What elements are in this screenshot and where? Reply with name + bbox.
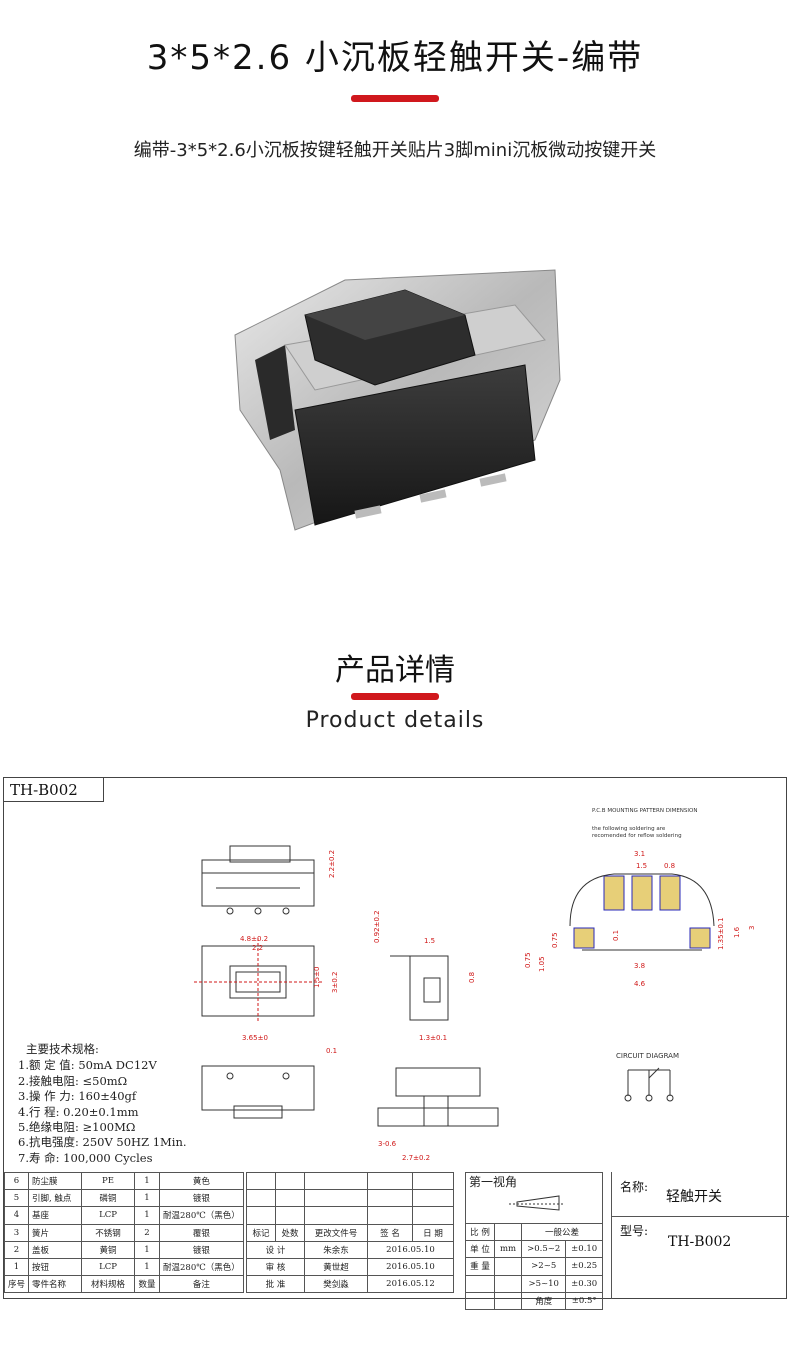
technical-drawing: TH-B002 (3, 777, 789, 1310)
pcb-dim-1-5: 1.5 (636, 862, 647, 870)
spec-line: 4.行 程: 0.20±0.1mm (18, 1104, 139, 1119)
pcb-dim-1-05: 1.05 (538, 956, 546, 972)
pcb-dim-3: 3 (748, 926, 756, 930)
pcb-note-2: recomended for reflow soldering (592, 833, 682, 839)
dim-3: 3±0.2 (331, 972, 339, 993)
dim-1-5: 1.5±0 (313, 967, 321, 988)
dim-0-8: 0.8 (468, 972, 476, 983)
page-title: 3*5*2.6 小沉板轻触开关-编带 (146, 38, 644, 78)
section-subtitle: Product details (305, 708, 485, 733)
spec-line: 7.寿 命: 100,000 Cycles (18, 1150, 153, 1165)
table-header: 序号零件名称材料规格数量备注 (3, 1275, 244, 1294)
product-subtitle: 编带-3*5*2.6小沉板按键轻触开关贴片3脚mini沉板微动按键开关 (133, 140, 657, 161)
pcb-dim-0-75b: 0.75 (524, 952, 532, 968)
dim-2-2: 2.2 (252, 944, 263, 952)
drawing-views: 4.8±0.2 2.2 2.2±0.2 3±0.2 1.5±0 3.65±0 0… (194, 808, 756, 1162)
pcb-dim-1-6: 1.6 (733, 926, 741, 938)
spec-heading: 主要技术规格: (26, 1042, 99, 1056)
pcb-dim-0-75a: 0.75 (551, 932, 559, 948)
dim-4-8: 4.8±0.2 (240, 935, 268, 943)
pcb-dim-3-8: 3.8 (634, 962, 645, 970)
dim-2-2-tol: 2.2±0.2 (328, 850, 336, 878)
spec-line: 1.额 定 值: 50mA DC12V (18, 1058, 157, 1073)
dim-0-92: 0.92±0.2 (373, 910, 381, 943)
spec-line: 2.接触电阻: ≤50mΩ (18, 1073, 128, 1088)
projection-symbol-icon (509, 1194, 590, 1212)
pcb-dim-0-8: 0.8 (664, 862, 675, 870)
pcb-dim-4-6: 4.6 (634, 980, 646, 988)
section-title: 产品详情 (335, 653, 455, 688)
pcb-title: P.C.B MOUNTING PATTERN DIMENSION (592, 808, 697, 814)
pcb-note-1: the following soldering are (592, 826, 666, 832)
type-value: TH-B002 (668, 1234, 732, 1250)
pcb-dim-3-1: 3.1 (634, 850, 645, 858)
dim-2-7: 2.7±0.2 (402, 1154, 430, 1162)
name-label: 名称: (620, 1180, 649, 1194)
section-accent-bar (351, 693, 439, 700)
title-block: 名称: 轻触开关 型号: TH-B002 (611, 1172, 789, 1299)
spec-list: 主要技术规格: 1.额 定 值: 50mA DC12V 2.接触电阻: ≤50m… (18, 1042, 187, 1166)
revision-header-row: 标记处数更改文件号签 名日 期 (246, 1223, 454, 1242)
dim-1-5b: 1.5 (424, 937, 435, 945)
type-label: 型号: (620, 1224, 649, 1238)
pcb-dim-1-35: 1.35±0.1 (717, 917, 725, 950)
spec-line: 5.绝缘电阻: ≥100MΩ (18, 1120, 136, 1135)
dim-1-3: 1.3±0.1 (419, 1034, 447, 1042)
title-accent-bar (351, 95, 439, 102)
circuit-label: CIRCUIT DIAGRAM (616, 1052, 679, 1060)
dim-0-1: 0.1 (326, 1047, 337, 1055)
spec-line: 6.抗电强度: 250V 50HZ 1Min. (18, 1135, 187, 1150)
product-photo (234, 269, 561, 531)
model-label: TH-B002 (4, 778, 104, 802)
dim-0-6: 3-0.6 (378, 1140, 397, 1148)
name-value: 轻触开关 (666, 1189, 722, 1205)
projection-label: 第一视角 (469, 1175, 518, 1189)
dim-3-65: 3.65±0 (242, 1034, 268, 1042)
pcb-dim-0-1: 0.1 (612, 930, 620, 941)
spec-line: 3.操 作 力: 160±40gf (18, 1089, 137, 1104)
